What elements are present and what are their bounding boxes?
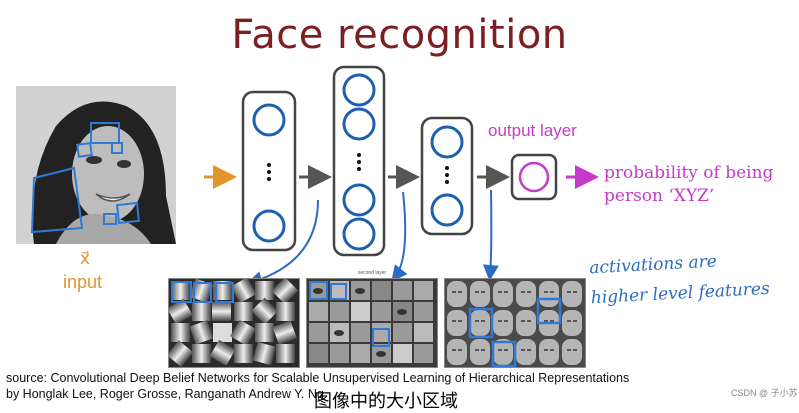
feature-map-header: second layer bbox=[357, 270, 387, 276]
hidden-layer-2 bbox=[332, 65, 386, 257]
page-title: Face recognition bbox=[231, 12, 568, 58]
input-label: input bbox=[63, 272, 103, 292]
vertical-ellipsis-icon bbox=[357, 153, 361, 171]
subtitle-caption: 图像中的大小区域 bbox=[314, 391, 458, 411]
feature-map-parts: second layer bbox=[306, 270, 438, 368]
neuron-circle bbox=[342, 183, 376, 217]
neuron-circle bbox=[342, 107, 376, 141]
output-layer bbox=[510, 153, 558, 201]
hidden-layer-3 bbox=[420, 116, 474, 236]
neuron-circle bbox=[430, 193, 464, 227]
network-diagram bbox=[204, 65, 599, 287]
neuron-circle bbox=[342, 217, 376, 251]
pointer-layer1 bbox=[246, 199, 319, 287]
hidden-layer-1 bbox=[241, 90, 297, 252]
source-line-2: by Honglak Lee, Roger Grosse, Ranganath … bbox=[6, 387, 324, 401]
feature-map-edges bbox=[166, 277, 300, 368]
output-layer-label: output layer bbox=[488, 121, 577, 140]
input-vector-symbol: x⃗ bbox=[80, 249, 91, 269]
face-photo bbox=[16, 86, 176, 244]
watermark-credit: CSDN @ 子小苏 bbox=[731, 388, 798, 398]
feature-map-faces bbox=[444, 278, 586, 368]
source-citation: source: Convolutional Deep Belief Networ… bbox=[6, 370, 656, 402]
vertical-ellipsis-icon bbox=[445, 166, 449, 184]
neuron-circle bbox=[252, 209, 286, 243]
neuron-circle bbox=[252, 103, 286, 137]
vertical-ellipsis-icon bbox=[267, 163, 271, 181]
neuron-circle bbox=[430, 125, 464, 159]
output-result-text: probability of being person ‘XYZ’ bbox=[604, 163, 774, 206]
handwritten-note: activations are higher level features bbox=[589, 243, 792, 313]
neuron-circle bbox=[342, 73, 376, 107]
pointer-layer2 bbox=[391, 191, 408, 282]
output-neuron bbox=[518, 161, 550, 193]
source-line-1: source: Convolutional Deep Belief Networ… bbox=[6, 371, 630, 385]
pointer-layer3 bbox=[482, 189, 499, 281]
